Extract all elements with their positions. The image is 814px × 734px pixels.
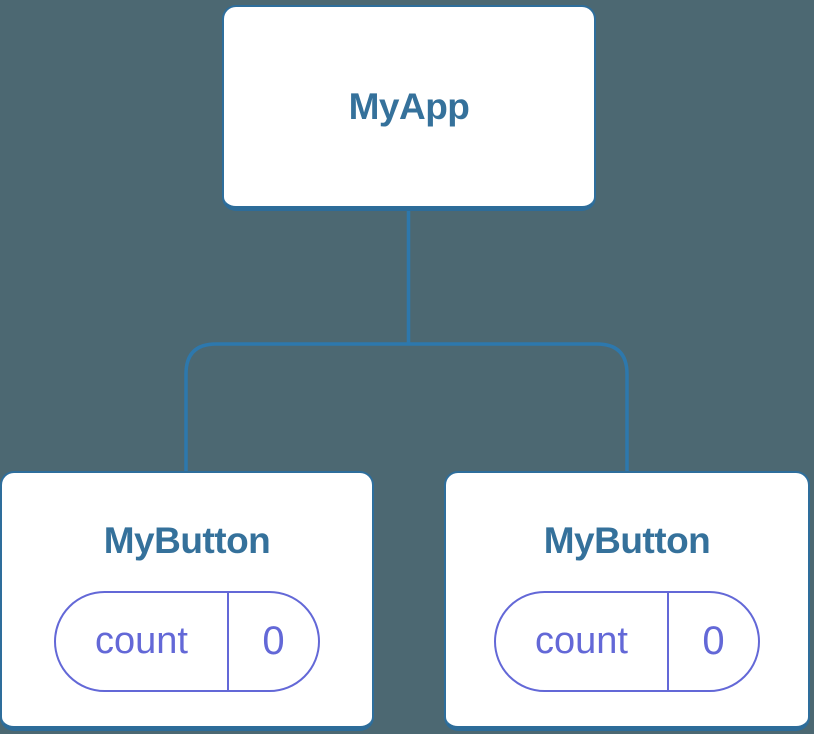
root-node-title: MyApp xyxy=(348,85,470,127)
connector-branch xyxy=(184,342,629,473)
child-node-title: MyButton xyxy=(103,520,271,561)
child-node-right: MyButton count 0 xyxy=(444,471,810,731)
child-node-title: MyButton xyxy=(543,520,711,561)
state-name: count xyxy=(56,593,229,690)
root-node: MyApp xyxy=(222,5,596,211)
state-pill: count 0 xyxy=(494,591,760,692)
child-node-left: MyButton count 0 xyxy=(0,471,374,731)
state-value: 0 xyxy=(702,619,725,663)
state-value: 0 xyxy=(262,619,285,663)
state-name: count xyxy=(496,593,669,690)
state-pill: count 0 xyxy=(54,591,320,692)
